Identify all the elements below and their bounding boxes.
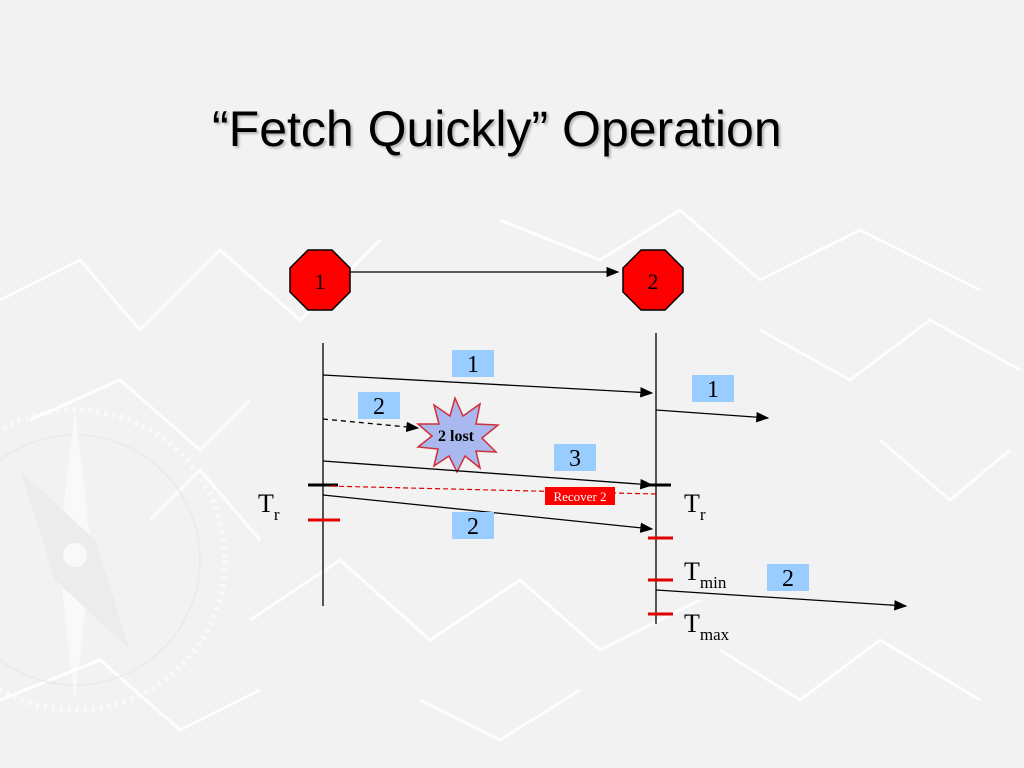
sender-tr-label: Tr [258, 489, 280, 524]
node-1-octagon [289, 249, 351, 311]
node-2: 2 [622, 249, 684, 311]
packet-3-arrow [322, 460, 654, 490]
packet-1-label: 1 [467, 352, 479, 378]
receiver-tmin-label: Tmin [684, 557, 727, 592]
recover-dashed-line [326, 485, 657, 495]
packet-1-forward-label: 1 [707, 377, 719, 403]
packet-1-forward-box: 1 [692, 375, 734, 403]
packet-1-box: 1 [452, 350, 494, 378]
packet-2-retransmit-box: 2 [452, 512, 494, 540]
receiver-tmax-label: Tmax [684, 609, 730, 644]
loss-burst-shape [415, 395, 501, 474]
packet-2-label: 2 [373, 394, 385, 420]
packet-2-lost-arrow [322, 418, 420, 433]
receiver-tr-label: Tr [684, 489, 706, 524]
packet-2-rect [358, 392, 400, 419]
packet-3-box: 3 [554, 444, 596, 472]
packet-1-arrow [322, 374, 654, 398]
packet-1-rect [452, 350, 494, 377]
packet-1-forward-rect [692, 375, 734, 402]
packet-2-box: 2 [358, 392, 400, 420]
packet-2-forward-label: 2 [782, 566, 794, 592]
packet-2-forward-box: 2 [767, 564, 809, 592]
packet-3-label: 3 [569, 446, 581, 472]
packet-3-rect [554, 444, 596, 471]
recover-label: Recover 2 [553, 489, 606, 504]
recover-rect [545, 487, 615, 505]
loss-burst: 2 lost [415, 395, 501, 474]
slide-title: “Fetch Quickly” Operation [212, 101, 782, 157]
recover-box: Recover 2 [545, 487, 615, 505]
loss-label: 2 lost [438, 428, 475, 445]
node-1-label: 1 [315, 269, 326, 294]
packet-1-forward-arrow [655, 409, 770, 423]
packet-2-retransmit-label: 2 [467, 514, 479, 540]
compass-watermark [0, 407, 228, 713]
packet-2-retransmit-rect [452, 512, 494, 539]
node-2-octagon [622, 249, 684, 311]
node-1: 1 [289, 249, 351, 311]
packet-2-forward-arrow [655, 589, 908, 611]
node-2-label: 2 [648, 269, 659, 294]
packet-2-forward-rect [767, 564, 809, 591]
